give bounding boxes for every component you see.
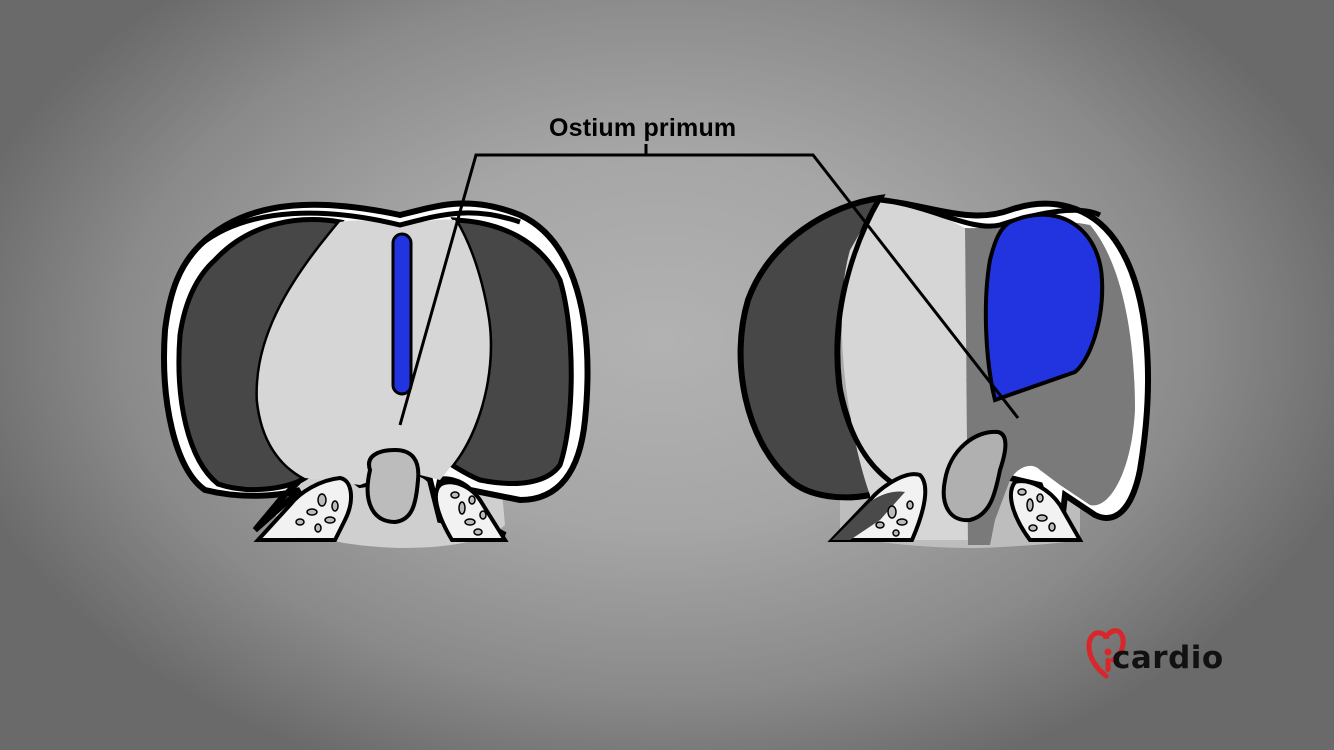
ostium-primum-slit — [391, 232, 413, 396]
vertebra-left — [365, 447, 421, 525]
right-heart-cross-section — [737, 194, 1151, 548]
ostium-primum-oval — [983, 212, 1105, 403]
rib-left-a — [253, 475, 353, 542]
ostium-primum-label: Ostium primum — [549, 114, 737, 142]
icardio-logo: cardio — [1086, 626, 1256, 682]
logo-text: cardio — [1112, 640, 1224, 676]
heart-i-icon — [1086, 628, 1126, 679]
vertebra-right — [941, 429, 1008, 523]
label-leader-lines — [398, 144, 1020, 426]
left-heart-cross-section — [161, 200, 591, 548]
rib-right-b — [1009, 479, 1084, 542]
